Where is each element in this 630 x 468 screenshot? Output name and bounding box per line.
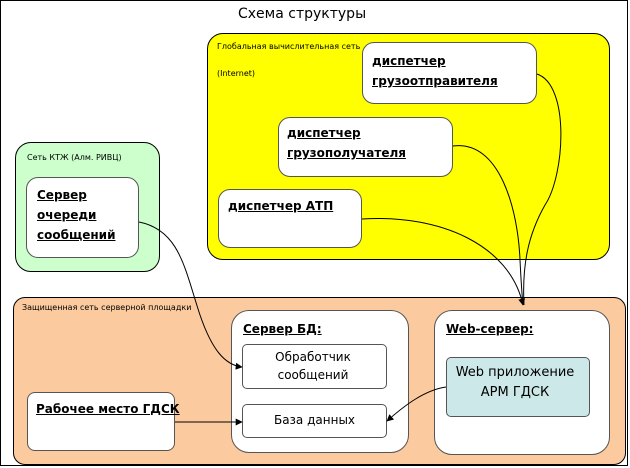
protected-network-label: Защищенная сеть серверной площадки [22, 303, 192, 312]
message-handler-label: Обработчик сообщений [275, 350, 351, 382]
web-app-node: Web приложение АРМ ГДСК [446, 357, 590, 417]
web-server-label: Web-сервер: [446, 322, 534, 336]
ktzh-network-label: Сеть КТЖ (Алм. РИВЦ) [27, 153, 122, 162]
global-network-label: Глобальная вычислительная сеть [217, 42, 361, 51]
queue-server-label: Сервер очереди сообщений [37, 188, 116, 242]
database-label: База данных [273, 413, 356, 427]
consignee-dispatcher-label: диспетчер грузополучателя [287, 126, 406, 160]
shipper-dispatcher-node: диспетчер грузоотправителя [362, 42, 537, 104]
atp-dispatcher-label: диспетчер АТП [228, 199, 334, 213]
atp-to-webserver-connector [361, 217, 526, 306]
shipper-to-webserver-connector [523, 73, 562, 306]
gdsk-workplace-label: Рабочее место ГДСК [36, 402, 180, 416]
web-app-label: Web приложение АРМ ГДСК [455, 365, 575, 400]
db-server-label: Сервер БД: [243, 322, 322, 336]
queue-server-node: Сервер очереди сообщений [26, 177, 139, 258]
consignee-to-webserver-connector [452, 145, 524, 306]
queue-to-message-handler-connector [138, 221, 243, 370]
shipper-dispatcher-label: диспетчер грузоотправителя [372, 54, 498, 88]
database-node: База данных [242, 404, 387, 438]
consignee-dispatcher-node: диспетчер грузополучателя [278, 117, 453, 177]
global-network-sublabel: (Internet) [217, 69, 256, 78]
gdsk-workplace-node: Рабочее место ГДСК [27, 392, 180, 451]
atp-dispatcher-node: диспетчер АТП [218, 189, 362, 248]
diagram-title: Схема структуры [238, 6, 367, 22]
message-handler-node: Обработчик сообщений [242, 344, 387, 389]
webapp-to-database-connector [386, 386, 447, 422]
